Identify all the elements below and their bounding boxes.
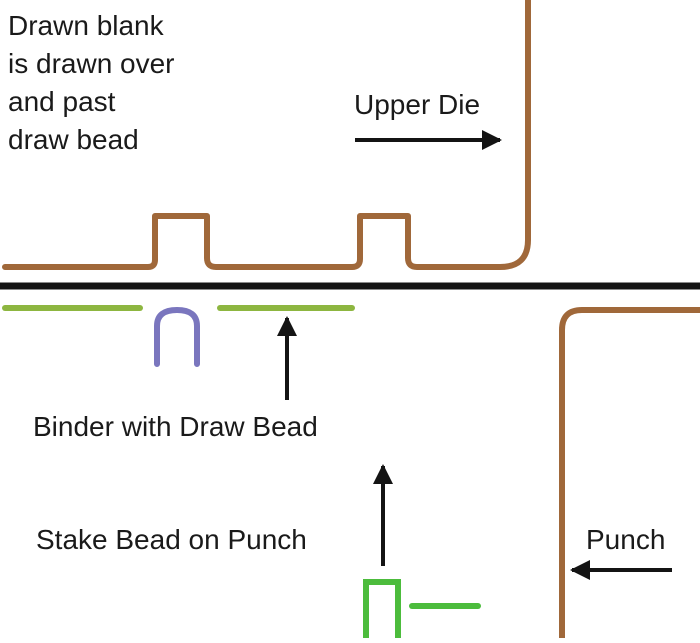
draw-bead: [154, 306, 200, 367]
punch-profile: [559, 307, 700, 638]
upper-die-profile: [2, 0, 531, 270]
stake-bead: [363, 579, 401, 638]
drawn-blank-label: Drawn blank is drawn over and past draw …: [8, 10, 182, 155]
stake-bead-label: Stake Bead on Punch: [36, 524, 307, 555]
upper-die-label: Upper Die: [354, 89, 480, 120]
drawn-blank-line-2: is drawn over: [8, 48, 175, 79]
drawn-blank-line-3: and past: [8, 86, 116, 117]
drawn-blank-line-4: draw bead: [8, 124, 139, 155]
drawn-blank-line-1: Drawn blank: [8, 10, 165, 41]
punch-label: Punch: [586, 524, 665, 555]
binder-label: Binder with Draw Bead: [33, 411, 318, 442]
